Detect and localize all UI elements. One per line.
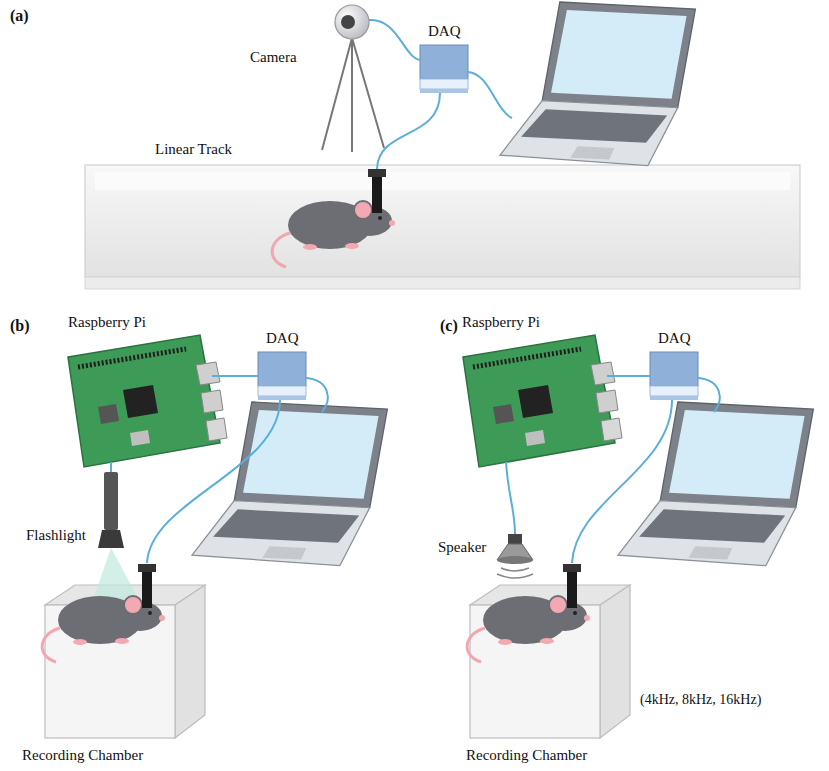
part-label: Raspberry Pi <box>462 314 540 330</box>
daq-box <box>650 352 698 400</box>
part-label: DAQ <box>266 330 299 346</box>
camera-tripod <box>322 5 384 152</box>
part-label: DAQ <box>428 23 461 39</box>
camera-tripod <box>352 38 384 148</box>
part-label: Camera <box>250 49 297 65</box>
mouse-figure <box>272 169 395 267</box>
laptop-icon <box>192 402 387 566</box>
signal-wire <box>506 462 515 534</box>
signal-wire <box>306 378 328 412</box>
flashlight-figure <box>98 530 124 548</box>
speaker-figure <box>497 574 533 578</box>
signal-wire <box>111 376 328 563</box>
signal-wire <box>212 375 258 377</box>
part-label-holder: Speaker <box>438 538 486 556</box>
raspberry-pi-board <box>68 335 227 467</box>
linear-track <box>85 165 800 277</box>
linear-track <box>85 277 800 289</box>
speaker-figure <box>501 568 529 571</box>
part-label: Raspberry Pi <box>68 314 146 330</box>
laptop-icon <box>500 2 695 166</box>
part-label: Recording Chamber <box>22 747 143 763</box>
signal-wire <box>369 20 512 169</box>
part-label-holder: Raspberry Pi <box>462 313 540 331</box>
part-label-holder: Recording Chamber <box>466 746 587 764</box>
signal-wire <box>506 376 720 563</box>
frequency-note: (4kHz, 8kHz, 16kHz) <box>640 692 761 707</box>
panel-letter: (a) <box>10 7 29 24</box>
flashlight-figure <box>104 472 118 530</box>
laptop-icon <box>618 402 813 566</box>
camera-tripod <box>351 38 353 152</box>
camera-tripod <box>341 15 355 29</box>
part-label-holder: Recording Chamber <box>22 746 143 764</box>
raspberry-pi-board <box>463 335 622 467</box>
part-label: Linear Track <box>155 141 232 157</box>
frequency-note-holder: (4kHz, 8kHz, 16kHz) <box>640 690 761 709</box>
signal-wire <box>607 375 650 377</box>
speaker-figure <box>508 534 522 544</box>
panel-letter-holder: (c) <box>440 316 458 335</box>
panel-letter-holder: (b) <box>10 316 30 335</box>
linear-track <box>85 165 800 289</box>
signal-wire <box>468 72 512 118</box>
signal-wire <box>698 378 720 412</box>
camera-tripod <box>322 38 352 150</box>
signal-wire <box>377 93 440 169</box>
signal-wire <box>572 400 672 563</box>
part-label-holder: Linear Track <box>155 140 232 158</box>
daq-box <box>420 45 468 93</box>
speaker-figure <box>497 556 533 564</box>
panel-letter: (c) <box>440 317 458 334</box>
mouse-figure <box>467 564 590 662</box>
part-label: Flashlight <box>26 527 86 543</box>
part-label: DAQ <box>658 330 691 346</box>
part-label: Speaker <box>438 539 486 555</box>
part-label-holder: DAQ <box>428 22 461 40</box>
part-label-holder: DAQ <box>266 329 299 347</box>
part-label: Recording Chamber <box>466 747 587 763</box>
signal-wire <box>147 400 280 563</box>
panel-letter-holder: (a) <box>10 6 29 25</box>
mouse-figure <box>42 564 165 662</box>
daq-box <box>258 352 306 400</box>
part-label-holder: DAQ <box>658 329 691 347</box>
part-label-holder: Raspberry Pi <box>68 313 146 331</box>
speaker-figure <box>497 534 533 578</box>
signal-wire <box>110 462 112 472</box>
panel-letter: (b) <box>10 317 30 334</box>
part-label-holder: Flashlight <box>26 526 86 544</box>
signal-wire <box>369 20 420 60</box>
linear-track <box>95 172 790 190</box>
camera-tripod <box>335 5 369 39</box>
part-label-holder: Camera <box>250 48 297 66</box>
